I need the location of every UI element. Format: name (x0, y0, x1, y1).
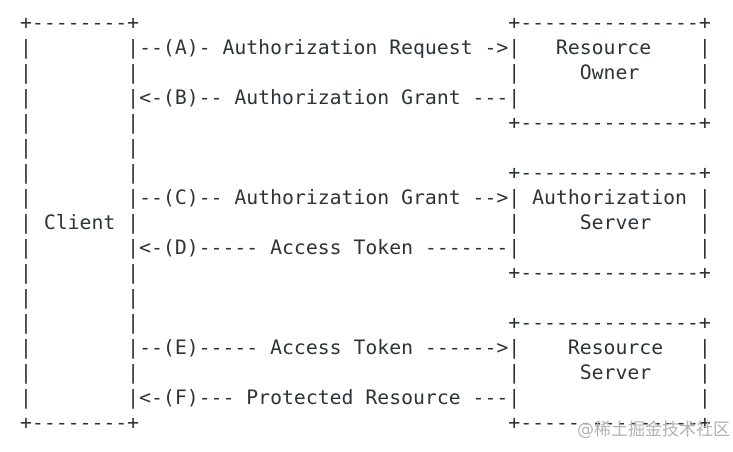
ascii-line: | Client | | Server | (20, 211, 711, 234)
ascii-line: | |--(E)----- Access Token ------>| Reso… (20, 336, 711, 359)
juejin-watermark: @稀土掘金技术社区 (577, 420, 730, 440)
oauth-ascii-diagram: +--------+ +---------------+ | |--(A)- A… (20, 10, 711, 435)
ascii-line: | | +---------------+ (20, 161, 711, 184)
ascii-line: | | | Server | (20, 361, 711, 384)
ascii-line: +--------+ +---------------+ (20, 411, 711, 434)
ascii-line: | | +---------------+ (20, 311, 711, 334)
ascii-line: | |<-(D)----- Access Token -------| | (20, 236, 711, 259)
ascii-line: | |<-(B)-- Authorization Grant ---| | (20, 86, 711, 109)
ascii-line: | | (20, 286, 140, 309)
ascii-line: | |<-(F)--- Protected Resource ---| | (20, 386, 711, 409)
ascii-line: +--------+ +---------------+ (20, 11, 711, 34)
ascii-line: | |--(C)-- Authorization Grant -->| Auth… (20, 186, 711, 209)
ascii-line: | | +---------------+ (20, 261, 711, 284)
ascii-line: | | +---------------+ (20, 111, 711, 134)
ascii-line: | | (20, 136, 140, 159)
ascii-line: | |--(A)- Authorization Request ->| Reso… (20, 36, 711, 59)
ascii-line: | | | Owner | (20, 61, 711, 84)
